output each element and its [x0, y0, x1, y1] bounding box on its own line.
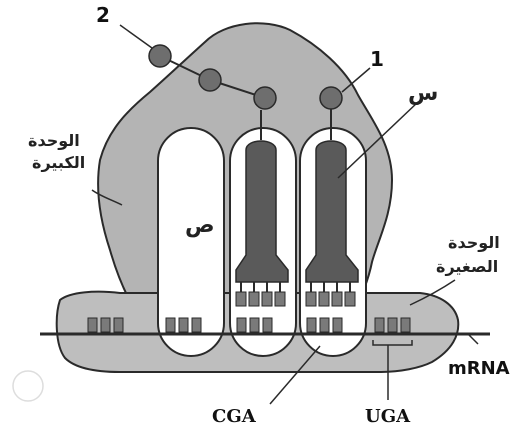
amino-acid-1	[149, 45, 171, 67]
amino-acid-2	[199, 69, 221, 91]
amino-acid-4	[320, 87, 342, 109]
label-large-subunit-line2: الكبيرة	[32, 153, 85, 172]
label-num-1: 1	[370, 47, 384, 71]
label-small-subunit-line2: الصغيرة	[436, 257, 498, 276]
label-codon-cga: CGA	[212, 406, 257, 427]
label-small-subunit-line1: الوحدة	[448, 233, 500, 252]
label-site-x: س	[408, 81, 438, 106]
label-large-subunit-line1: الوحدة	[28, 131, 80, 150]
label-num-2: 2	[96, 3, 110, 27]
label-site-y: ص	[185, 213, 215, 238]
amino-acid-3	[254, 87, 276, 109]
label-codon-uga: UGA	[365, 406, 411, 427]
faint-circle	[13, 371, 43, 401]
label-mrna: mRNA	[448, 358, 510, 379]
